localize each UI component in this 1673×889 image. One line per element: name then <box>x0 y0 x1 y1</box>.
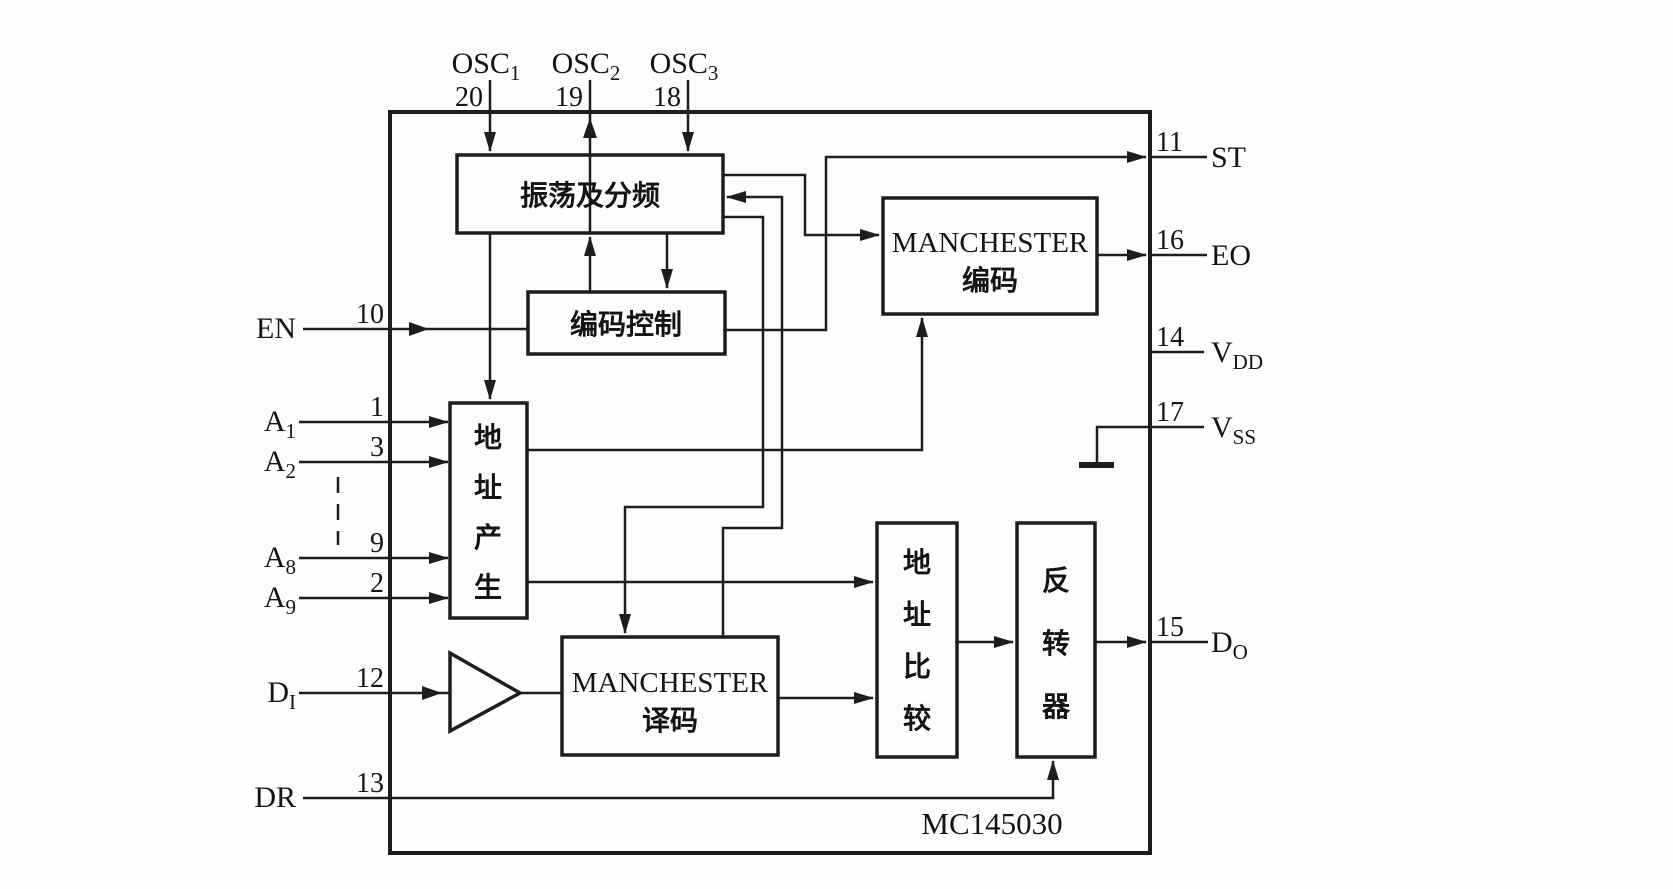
block-label-address-generator-char3: 产 <box>474 522 502 554</box>
wire-oscillator-to-encoder <box>723 173 880 241</box>
pin-label-osc3: OSC3 <box>650 47 719 85</box>
pin-number-3: 3 <box>370 432 384 463</box>
wire-oscillator-to-decoder <box>619 215 765 634</box>
pin-label-a1: A1 <box>264 405 296 443</box>
wire-dr-to-inverter <box>303 760 1059 800</box>
wire-ctrl-to-st <box>725 151 1147 332</box>
pin-label-do: DO <box>1211 626 1248 664</box>
pin-label-vdd: VDD <box>1211 336 1263 374</box>
block-label-encode-control: 编码控制 <box>570 308 682 341</box>
block-label-manchester-decoder-line2: 译码 <box>642 705 698 737</box>
block-label-oscillator-divider: 振荡及分频 <box>520 180 660 212</box>
pin-label-eo: EO <box>1211 239 1251 272</box>
pin-label-di: DI <box>267 676 296 714</box>
block-label-address-generator-char1: 地 <box>474 422 502 454</box>
block-label-inverter-char1: 反 <box>1042 565 1070 597</box>
pin-number-17: 17 <box>1156 397 1184 428</box>
ic-boundary-box <box>388 110 1152 855</box>
pin-label-a8: A8 <box>264 541 296 579</box>
pin-number-16: 16 <box>1156 225 1184 256</box>
pin-number-11: 11 <box>1156 127 1183 158</box>
pin-number-12: 12 <box>356 663 384 694</box>
block-label-address-comparator-char4: 较 <box>903 702 931 735</box>
pin-label-dr: DR <box>254 781 296 814</box>
block-label-inverter-char3: 器 <box>1041 692 1071 723</box>
part-number-label: MC145030 <box>921 806 1062 841</box>
pin-label-osc1: OSC1 <box>452 47 521 85</box>
pin-number-15: 15 <box>1156 612 1184 643</box>
pin-label-en: EN <box>256 312 296 345</box>
pin-label-a9: A9 <box>264 581 296 619</box>
block-label-address-comparator-char1: 地 <box>903 547 931 579</box>
block-oscillator-divider <box>455 153 725 235</box>
block-manchester-decoder <box>560 635 780 757</box>
block-encode-control <box>526 290 727 356</box>
block-label-manchester-encoder-line1: MANCHESTER <box>892 227 1089 259</box>
pin-number-2: 2 <box>370 568 384 599</box>
pin-number-18: 18 <box>653 82 681 113</box>
pin-number-13: 13 <box>356 768 384 799</box>
pin-number-20: 20 <box>455 82 483 113</box>
arrowhead-di <box>422 686 442 700</box>
block-label-manchester-encoder-line2: 编码 <box>962 264 1018 297</box>
pin-label-a2: A2 <box>264 445 296 483</box>
wire-address-to-encoder <box>527 317 928 452</box>
block-label-address-generator-char2: 址 <box>474 472 502 504</box>
block-address-generator <box>448 401 529 620</box>
pin-number-14: 14 <box>1156 322 1184 353</box>
block-address-comparator <box>875 521 959 759</box>
pin-number-19: 19 <box>555 82 583 113</box>
pin-label-st: ST <box>1211 141 1246 174</box>
wire-vss-internal <box>1095 425 1150 462</box>
input-buffer-triangle <box>448 649 524 734</box>
pin-label-vss: VSS <box>1211 411 1256 449</box>
block-inverter <box>1015 521 1097 759</box>
block-label-address-comparator-char3: 比 <box>903 651 931 683</box>
pin-number-10: 10 <box>356 299 384 330</box>
pin-label-osc2: OSC2 <box>552 47 621 85</box>
pin-number-9: 9 <box>370 528 384 559</box>
arrowhead-osc2-up <box>583 118 597 138</box>
block-label-address-comparator-char2: 址 <box>903 599 931 631</box>
block-label-inverter-char2: 转 <box>1042 628 1070 660</box>
block-label-manchester-decoder-line1: MANCHESTER <box>572 667 769 699</box>
pin-number-1: 1 <box>370 392 384 423</box>
block-label-address-generator-char4: 生 <box>474 572 502 604</box>
arrowhead-en <box>409 322 429 336</box>
wire-decoder-to-oscillator <box>721 191 784 637</box>
